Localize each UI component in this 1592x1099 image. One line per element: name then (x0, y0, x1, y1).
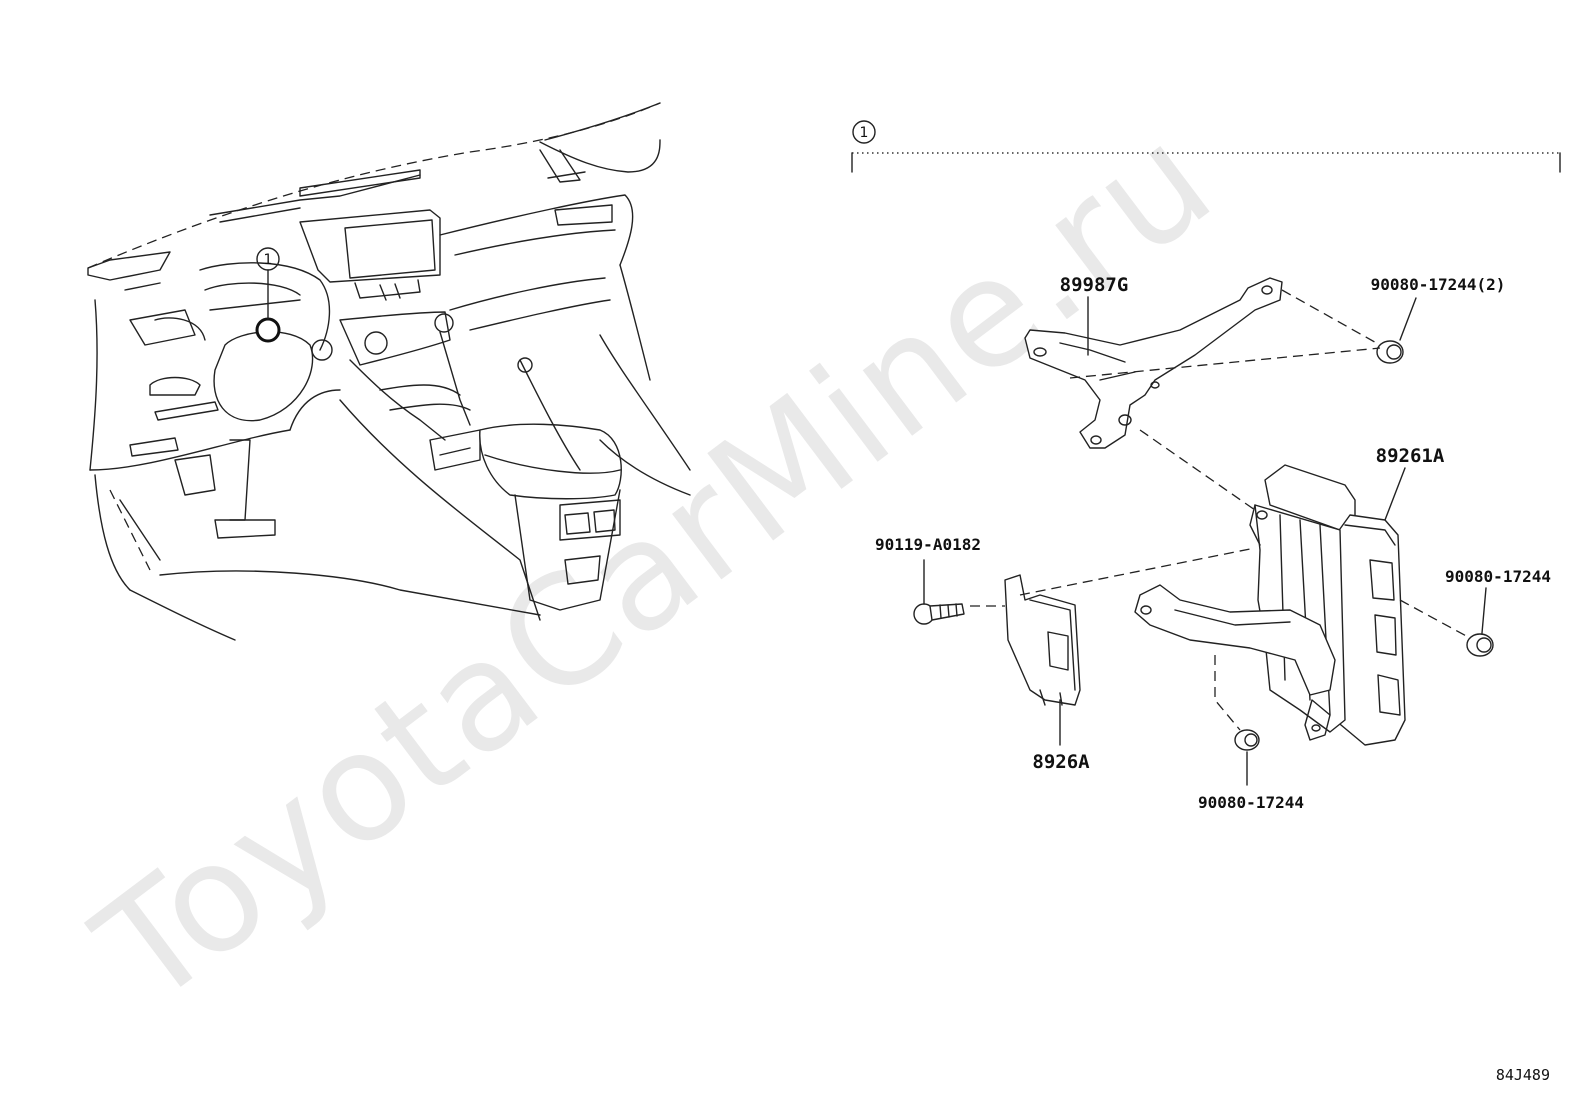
right-nut-drawing (1466, 633, 1494, 657)
upper-nut-drawing (1376, 340, 1404, 364)
location-marker (255, 317, 281, 343)
part-label-8926A[interactable]: 8926A (1032, 751, 1090, 773)
part-label-89261A[interactable]: 89261A (1376, 445, 1445, 467)
part-label-nut-upper[interactable]: 90080-17244(2) (1371, 275, 1506, 294)
group-callout-number: 1 (860, 125, 869, 141)
bolt-drawing (913, 603, 965, 625)
lower-nut-drawing (1234, 729, 1260, 751)
part-label-nut-right[interactable]: 90080-17244 (1445, 567, 1551, 586)
part-label-89987G[interactable]: 89987G (1060, 274, 1129, 296)
dashboard-illustration: 1 (87, 102, 691, 641)
upper-bracket-drawing (1024, 277, 1283, 449)
exploded-parts-view: 1 (851, 120, 1561, 812)
computer-assembly-drawing (1249, 464, 1406, 746)
watermark-text: ToyotaCarMine.ru (66, 92, 1244, 1039)
part-label-nut-lower[interactable]: 90080-17244 (1198, 793, 1304, 812)
part-label-bolt[interactable]: 90119-A0182 (875, 535, 981, 554)
lower-bracket-drawing (1134, 584, 1336, 696)
location-callout-number: 1 (264, 252, 273, 268)
receiver-drawing (1004, 574, 1081, 706)
diagram-code: 84J489 (1496, 1066, 1550, 1084)
